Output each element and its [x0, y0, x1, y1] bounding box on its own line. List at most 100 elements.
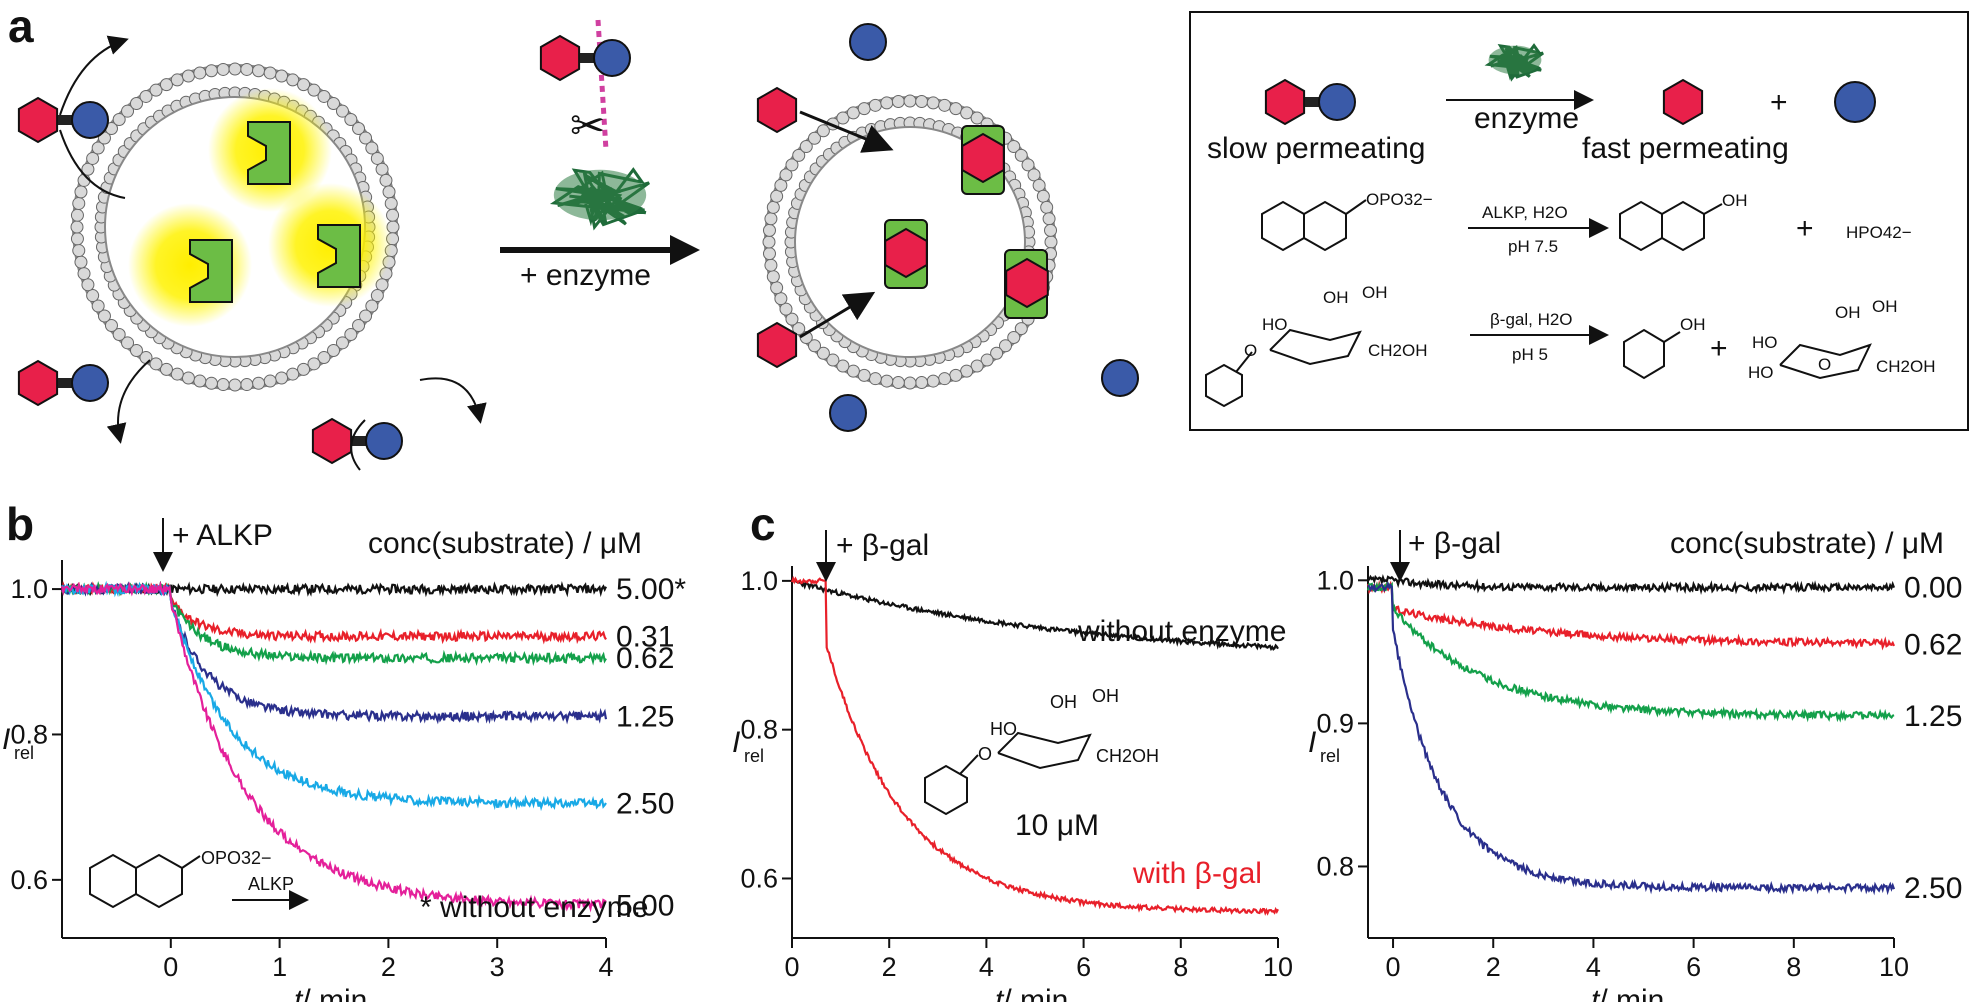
plus-sign: +: [1710, 332, 1728, 365]
add-alkp-annotation: + ALKP: [172, 519, 273, 552]
series-label: 5.00*: [616, 573, 686, 606]
series-label: 0.62: [1904, 629, 1962, 662]
product-hexagon-icon: [17, 96, 59, 144]
y-tick-label: 1.0: [740, 566, 778, 596]
y-tick-label: 0.6: [10, 865, 48, 895]
legend-title-b: conc(substrate) / μM: [368, 527, 642, 560]
reaction-scheme-box: enzyme slow permeating fast permeating +…: [1189, 11, 1969, 431]
inset-concentration: 10 μM: [1015, 809, 1099, 842]
x-tick-label: 8: [1173, 952, 1188, 982]
phosphate-product: HPO42−: [1846, 223, 1912, 242]
x-tick-label: 10: [1263, 952, 1293, 982]
x-axis-label: t/ min: [1591, 984, 1664, 1002]
leaving-group-circle-icon: [1101, 359, 1139, 397]
leaving-group-circle-icon: [1318, 83, 1356, 121]
x-tick-label: 3: [490, 952, 505, 982]
leaving-group-circle-icon: [365, 422, 403, 460]
hydroxyl-label: OH: [1362, 283, 1388, 302]
hydroxyl-label: HO: [1748, 363, 1774, 382]
inset-oh: OH: [1050, 692, 1077, 712]
slow-permeating-label: slow permeating: [1207, 132, 1425, 165]
inset-phosphate-group: OPO32−: [201, 848, 272, 868]
inset-o: O: [978, 744, 992, 764]
product-hexagon-icon: [17, 359, 59, 407]
y-tick-label: 0.9: [1316, 708, 1354, 738]
x-tick-label: 8: [1786, 952, 1801, 982]
x-tick-label: 2: [882, 952, 897, 982]
enzyme-addition: ✂ + enzyme: [500, 19, 700, 292]
add-bgal-annotation-right: + β-gal: [1408, 527, 1501, 560]
x-tick-label: 0: [163, 952, 178, 982]
hydroxyl-label: OH: [1323, 288, 1349, 307]
x-tick-label: 4: [1586, 952, 1601, 982]
y-tick-label: 0.8: [740, 715, 778, 745]
product-hexagon-icon: [961, 132, 1005, 184]
series-line: [1367, 573, 1896, 596]
enzyme-icon: [539, 34, 650, 231]
series-line: [60, 581, 608, 725]
ring-o: O: [1818, 355, 1831, 374]
enzyme-text: enzyme: [1474, 102, 1579, 135]
y-axis-label: I: [1308, 726, 1316, 759]
phosphate-group: OPO32−: [1366, 190, 1433, 209]
with-bgal-label: with β-gal: [1132, 857, 1262, 890]
panel-c-letter: c: [750, 498, 776, 550]
enzyme-label: + enzyme: [520, 259, 651, 292]
inset-oh2: OH: [1092, 686, 1119, 706]
x-axis-label: t/ min: [995, 984, 1068, 1002]
without-enzyme-label: without enzyme: [1077, 615, 1286, 648]
series-label: 2.50: [1904, 872, 1962, 905]
x-tick-label: 6: [1076, 952, 1091, 982]
series-label: 1.25: [1904, 700, 1962, 733]
receptor-icon: [189, 239, 233, 303]
series-label: 2.50: [616, 788, 674, 821]
product-hexagon-icon: [1662, 78, 1704, 126]
series-label: 0.00: [1904, 571, 1962, 604]
hydroxyl-label: HO: [1752, 333, 1778, 352]
series-line: [60, 580, 607, 812]
series-line: [61, 580, 607, 667]
series-label: 5.00: [616, 889, 674, 922]
series-line: [1366, 581, 1895, 723]
inset-phenyl-glycoside: [924, 731, 1092, 816]
product-hexagon-icon: [756, 321, 798, 369]
leaving-group-circle-icon: [1834, 81, 1876, 123]
x-axis-label: t/ min: [294, 984, 367, 1002]
y-axis-label: I: [2, 723, 10, 756]
series-line: [1366, 579, 1896, 651]
phenol-structure: [1623, 328, 1681, 380]
fast-permeating-label: fast permeating: [1582, 132, 1789, 165]
scissors-icon: ✂: [570, 102, 605, 149]
y-axis-label-sub: rel: [1320, 746, 1340, 766]
y-axis-label-sub: rel: [14, 743, 34, 763]
series-label: 1.25: [616, 700, 674, 733]
ch2oh-label: CH2OH: [1876, 357, 1936, 376]
reaction2-ph: pH 5: [1512, 345, 1548, 364]
receptor-icon: [317, 224, 361, 288]
x-tick-label: 4: [598, 952, 613, 982]
x-tick-label: 4: [979, 952, 994, 982]
leaving-group-circle-icon: [71, 101, 109, 139]
hydroxyl-group: OH: [1722, 191, 1748, 210]
y-tick-label: 1.0: [1316, 565, 1354, 595]
hydroxyl-label: OH: [1872, 297, 1898, 316]
y-axis-label-sub: rel: [744, 746, 764, 766]
x-tick-label: 2: [381, 952, 396, 982]
x-tick-label: 0: [1386, 952, 1401, 982]
x-tick-label: 1: [272, 952, 287, 982]
footnote-b: * without enzyme: [420, 891, 648, 924]
series-line: [790, 575, 1279, 916]
hydroxyl-label: OH: [1835, 303, 1861, 322]
reaction1-conditions: ALKP, H2O: [1482, 203, 1568, 222]
x-tick-label: 10: [1879, 952, 1909, 982]
y-tick-label: 0.8: [1316, 851, 1354, 881]
product-hexagon-icon: [1264, 78, 1306, 126]
series-line: [1367, 581, 1896, 896]
plus-sign: +: [1770, 86, 1788, 119]
inset-arrow-label: ALKP: [248, 874, 294, 894]
enzyme-icon: [1484, 43, 1544, 82]
